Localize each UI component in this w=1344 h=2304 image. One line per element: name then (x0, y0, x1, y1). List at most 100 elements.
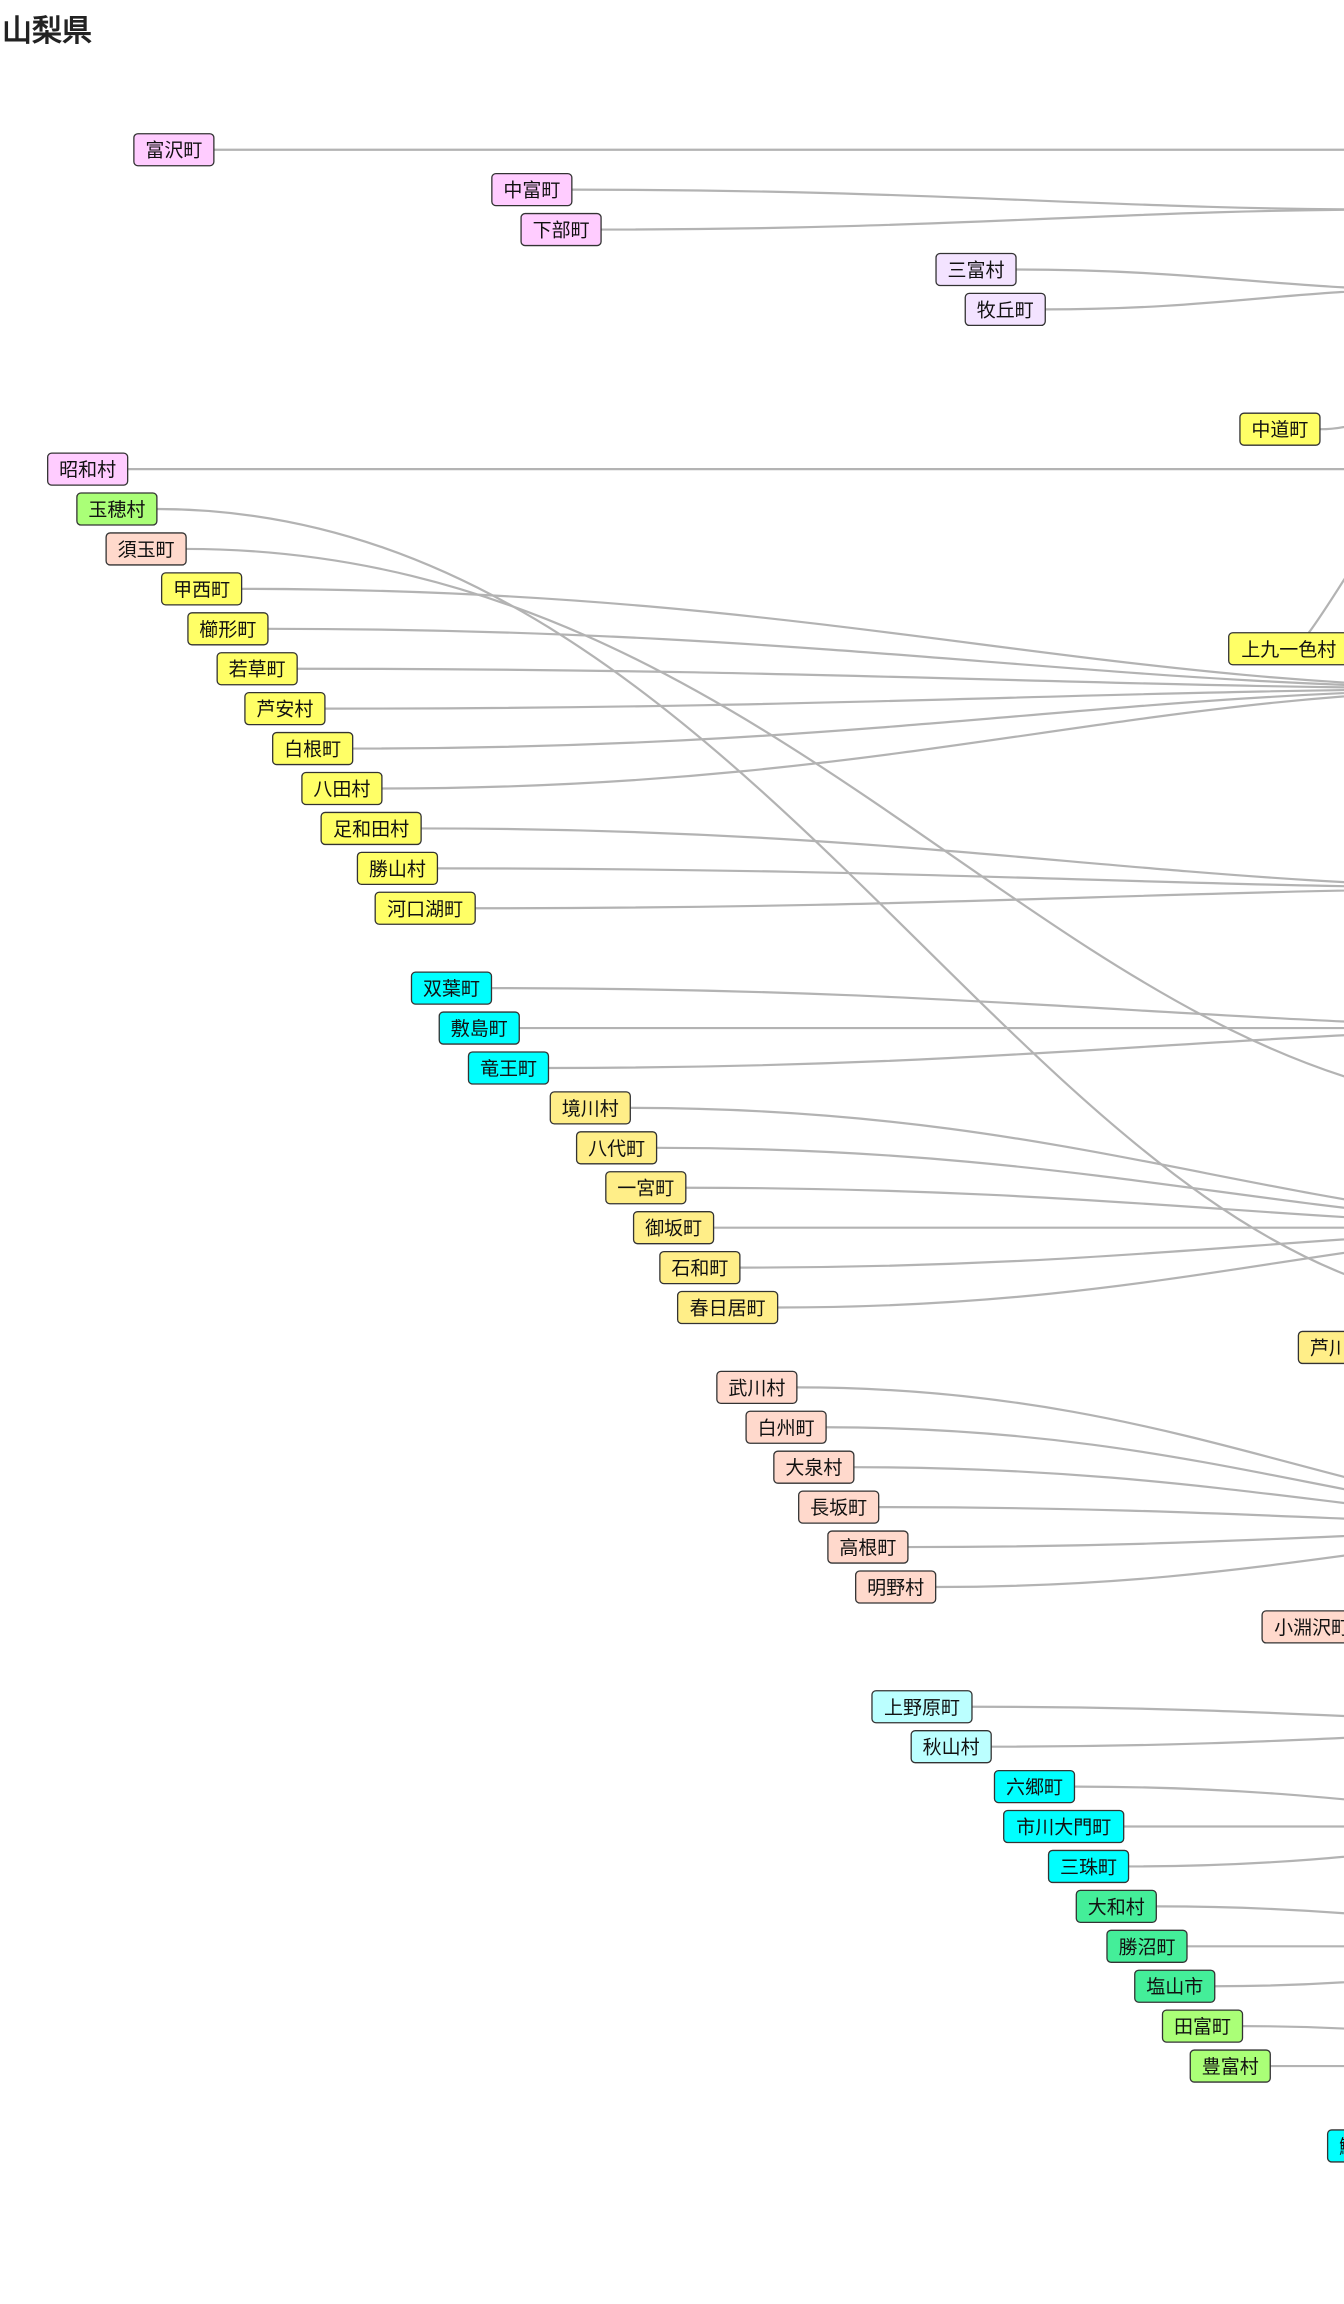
page-title: 山梨県 (2, 14, 92, 49)
node-box (1239, 412, 1321, 446)
edge-uenoharacho-to-uenoharashi (971, 1705, 1344, 1718)
edge-kushigata-to-minamialps (267, 627, 1344, 686)
node-box (1106, 1929, 1188, 1963)
node-box (549, 1091, 631, 1125)
node-box (1189, 2049, 1271, 2083)
node-tamahomura: 玉穂村 (76, 492, 158, 526)
node-box (1228, 632, 1344, 666)
node-label: 八田村 (313, 778, 370, 800)
node-label: 中富町 (503, 180, 560, 202)
edge-isawa-to-fuefuki (739, 1238, 1344, 1269)
node-box (855, 1570, 937, 1604)
edge-makioka-to-yamanashi (1045, 290, 1344, 311)
node-box (1134, 1969, 1216, 2003)
node-box (1261, 1610, 1344, 1644)
node-label: 豊富村 (1202, 2056, 1259, 2078)
edge-nakamichi-to-kofu (1319, 425, 1344, 431)
node-ashiwada: 足和田村 (320, 811, 422, 846)
node-label: 牧丘町 (977, 299, 1034, 321)
node-box (632, 1211, 715, 1245)
node-ashiyasu: 芦安村 (244, 692, 326, 726)
edge-shimobe-to-minobu (601, 208, 1344, 231)
node-shikishima: 敷島町 (438, 1011, 520, 1045)
edge-mitomi-to-yamanashi (1016, 268, 1344, 289)
node-box (356, 851, 439, 885)
node-mitama: 三珠町 (1047, 1849, 1130, 1884)
edge-enzan-to-koshu (1214, 1981, 1344, 1988)
node-label: 勝山村 (369, 858, 426, 880)
node-shirane: 白根町 (272, 731, 354, 766)
node-box (133, 133, 215, 167)
node-box (320, 811, 422, 846)
node-box (467, 1051, 550, 1085)
node-akiyama: 秋山村 (910, 1730, 992, 1764)
edge-hakushu-to-hokuto (826, 1426, 1344, 1491)
node-enzan: 塩山市 (1134, 1969, 1216, 2003)
node-box (575, 1131, 658, 1165)
node-futaba: 双葉町 (410, 971, 493, 1005)
node-box (374, 891, 476, 925)
node-box (301, 771, 383, 806)
node-mukawa: 武川村 (716, 1370, 798, 1405)
edge-akiyama-to-uenoharashi (991, 1736, 1344, 1748)
node-label: 芦安村 (256, 699, 313, 721)
edge-nakatomi-to-minobu (571, 188, 1344, 211)
node-label: 長坂町 (810, 1497, 867, 1519)
node-label: 櫛形町 (199, 619, 256, 641)
node-kushigata: 櫛形町 (187, 612, 269, 646)
node-label: 三富村 (948, 259, 1005, 281)
node-label: 八代町 (588, 1138, 645, 1160)
node-box (105, 532, 187, 566)
node-box (520, 212, 602, 247)
node-label: 高根町 (839, 1537, 896, 1559)
node-ryuo: 竜王町 (467, 1051, 550, 1085)
node-nakatomi: 中富町 (491, 172, 573, 207)
edge-kamikuishiki-to-kofu (1307, 577, 1344, 634)
node-kajikazawa: 鰍沢町 (1326, 2129, 1344, 2163)
edge-wakakusa-to-minamialps (297, 667, 1344, 689)
node-label: 田富町 (1174, 2016, 1231, 2038)
node-label: 一宮町 (617, 1178, 674, 1200)
node-nakamichi: 中道町 (1239, 412, 1321, 446)
node-showamura: 昭和村 (47, 452, 129, 486)
node-label: 中道町 (1251, 419, 1308, 441)
node-box (1003, 1809, 1125, 1844)
edge-katsuyama-to-fujikawaguchiko (437, 867, 1344, 888)
node-label: 明野村 (867, 1577, 924, 1599)
node-box (491, 172, 573, 207)
node-box (1326, 2129, 1344, 2163)
node-box (827, 1530, 909, 1564)
node-box (871, 1690, 973, 1724)
edge-akeno-to-hokuto (935, 1554, 1344, 1589)
node-oizumi: 大泉村 (773, 1450, 855, 1484)
node-sakaigawa: 境川村 (549, 1091, 631, 1125)
node-label: 秋山村 (923, 1737, 980, 1759)
edge-nagasaka-to-hokuto (878, 1506, 1344, 1520)
node-label: 鰍沢町 (1339, 2136, 1344, 2158)
node-label: 武川村 (728, 1377, 785, 1399)
node-wakakusa: 若草町 (216, 652, 298, 686)
node-box (216, 652, 298, 686)
node-ashigawa: 芦川村 (1297, 1330, 1344, 1365)
node-kasugai: 春日居町 (676, 1290, 779, 1325)
node-akeno: 明野村 (855, 1570, 937, 1604)
edge-hatta-to-minamialps (381, 695, 1344, 790)
node-label: 足和田村 (333, 818, 409, 840)
node-label: 市川大門町 (1016, 1817, 1111, 1839)
edge-ashiyasu-to-minamialps (324, 688, 1344, 710)
node-label: 芦川村 (1310, 1337, 1344, 1359)
edge-ashiwada-to-fujikawaguchiko (421, 827, 1344, 884)
node-toyotomi: 豊富村 (1189, 2049, 1271, 2083)
node-box (410, 971, 493, 1005)
edge-tatomi-to-chuo (1242, 2025, 1344, 2030)
node-label: 小淵沢町 (1274, 1617, 1344, 1639)
edge-ryuo-to-kai (548, 1034, 1344, 1070)
node-hatta: 八田村 (301, 771, 383, 806)
node-box (773, 1450, 855, 1484)
edge-rokugo-to-ichikawamisato (1074, 1785, 1344, 1801)
node-label: 大泉村 (785, 1457, 842, 1479)
node-label: 境川村 (562, 1098, 619, 1120)
node-label: 上野原町 (884, 1697, 960, 1719)
edge-kasugai-to-fuefuki (777, 1251, 1344, 1309)
